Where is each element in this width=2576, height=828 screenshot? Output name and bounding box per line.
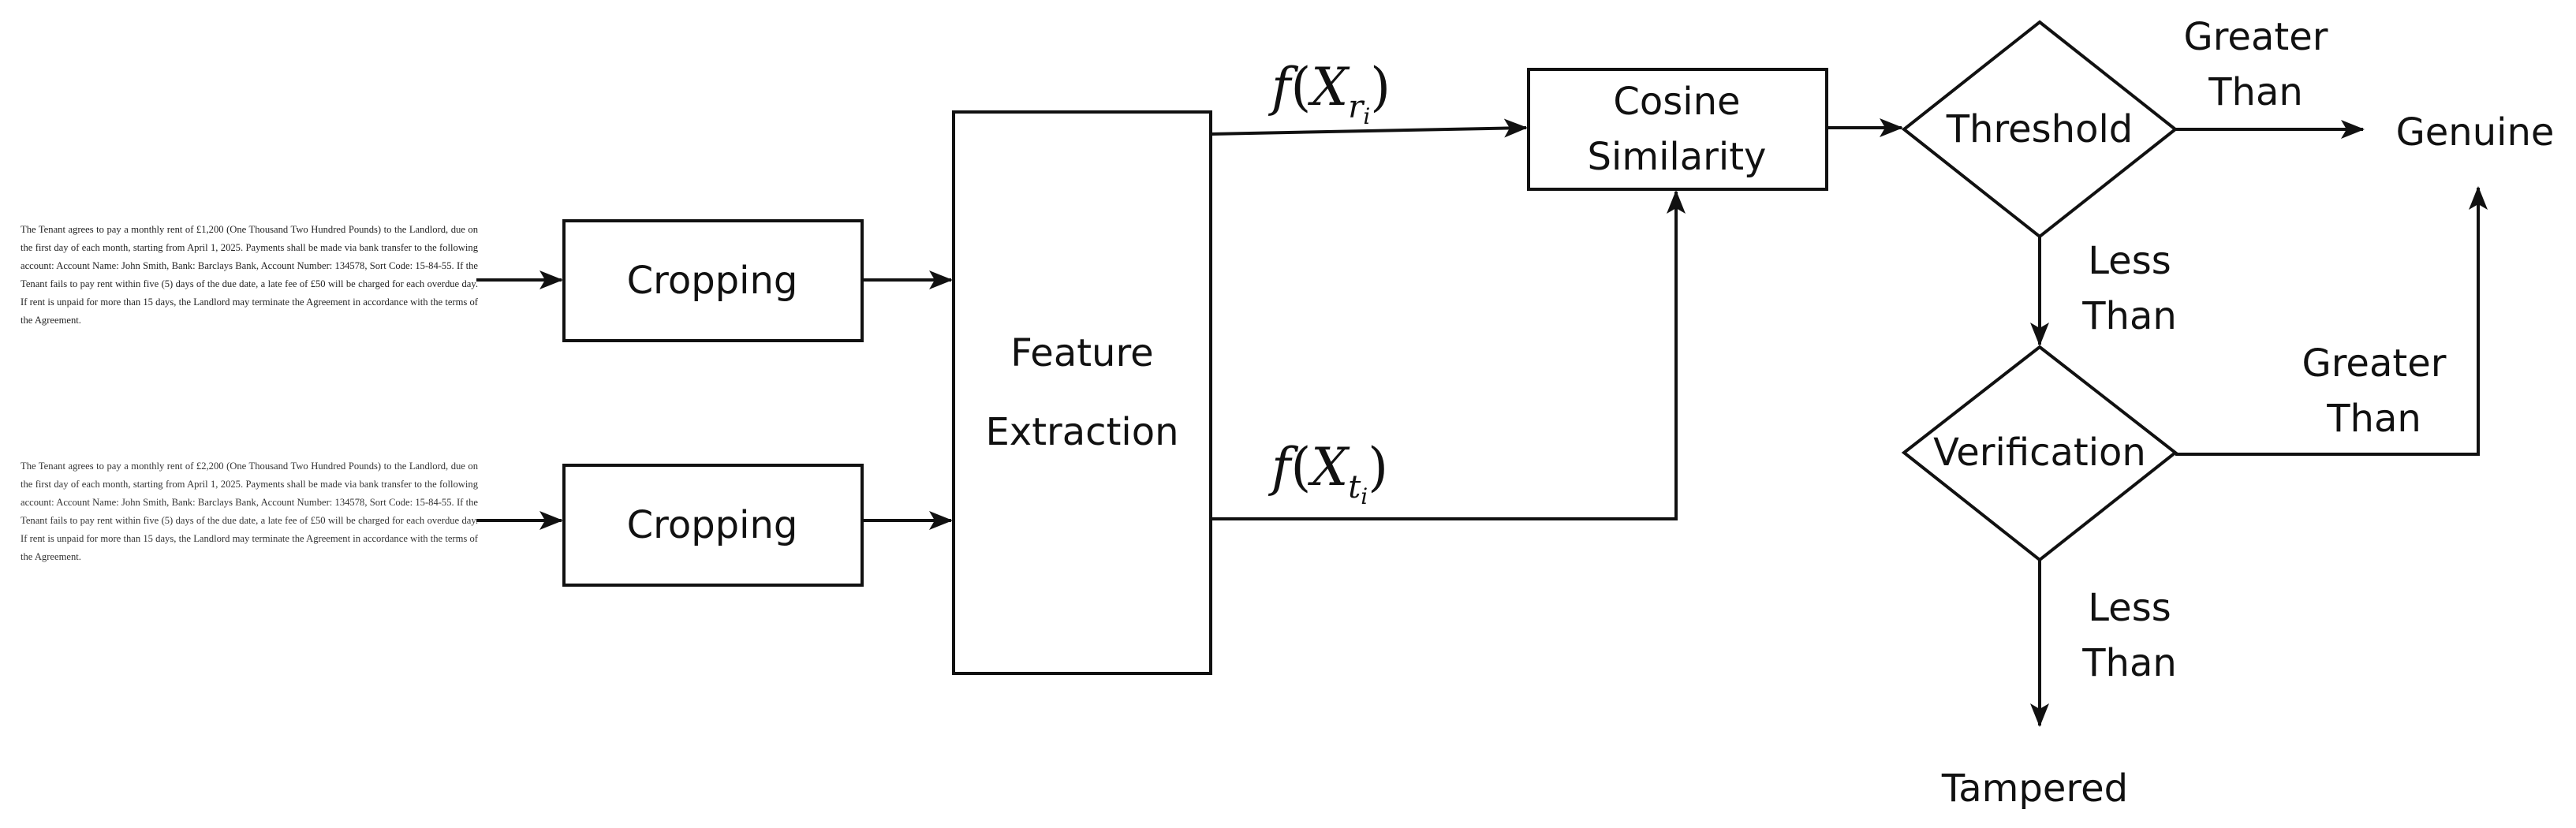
threshold-label: Threshold [1946,107,2134,151]
reference-document-snippet: The Tenant agrees to pay a monthly rent … [21,224,478,326]
cropping-label-top: Cropping [626,259,798,303]
verification-greater-than-label: Greater Than [2302,341,2447,441]
formula-var: X [1311,437,1349,498]
formula-subsub: i [1361,483,1368,509]
verification-less-than-label: Less Than [2082,586,2177,685]
arrow-feature-to-cosine [1210,118,1528,138]
cosine-similarity-label: Cosine Similarity [1587,80,1767,179]
cropping-box-bottom [562,464,864,587]
verification-label: Verification [1933,431,2146,475]
formula-open-paren: ( [1290,57,1312,117]
formula-func: f [1271,57,1291,117]
formula-open-paren: ( [1290,437,1312,498]
test-feature-formula: f(Xti) [1271,442,1388,508]
threshold-less-than-label: Less Than [2082,239,2177,338]
arrow-verification-to-genuine [2175,186,2488,456]
tampered-label: Tampered [1941,766,2129,811]
threshold-greater-than-label: Greater Than [2183,15,2328,114]
tampered-document-snippet: The Tenant agrees to pay a monthly rent … [21,461,478,562]
formula-sub: t [1348,469,1361,505]
formula-func: f [1271,437,1291,498]
genuine-label: Genuine [2395,110,2555,155]
arrow-feature-to-cosine-bottom [1211,190,1686,520]
cropping-label-bottom: Cropping [626,503,798,547]
reference-feature-formula: f(Xri) [1271,62,1391,128]
formula-close-paren: ) [1370,57,1391,117]
formula-subsub: i [1363,103,1371,129]
formula-close-paren: ) [1368,437,1388,498]
feature-extraction-box [952,110,1212,675]
formula-sub: r [1348,89,1364,125]
feature-extraction-label: Feature Extraction [985,331,1179,454]
formula-var: X [1311,57,1349,117]
